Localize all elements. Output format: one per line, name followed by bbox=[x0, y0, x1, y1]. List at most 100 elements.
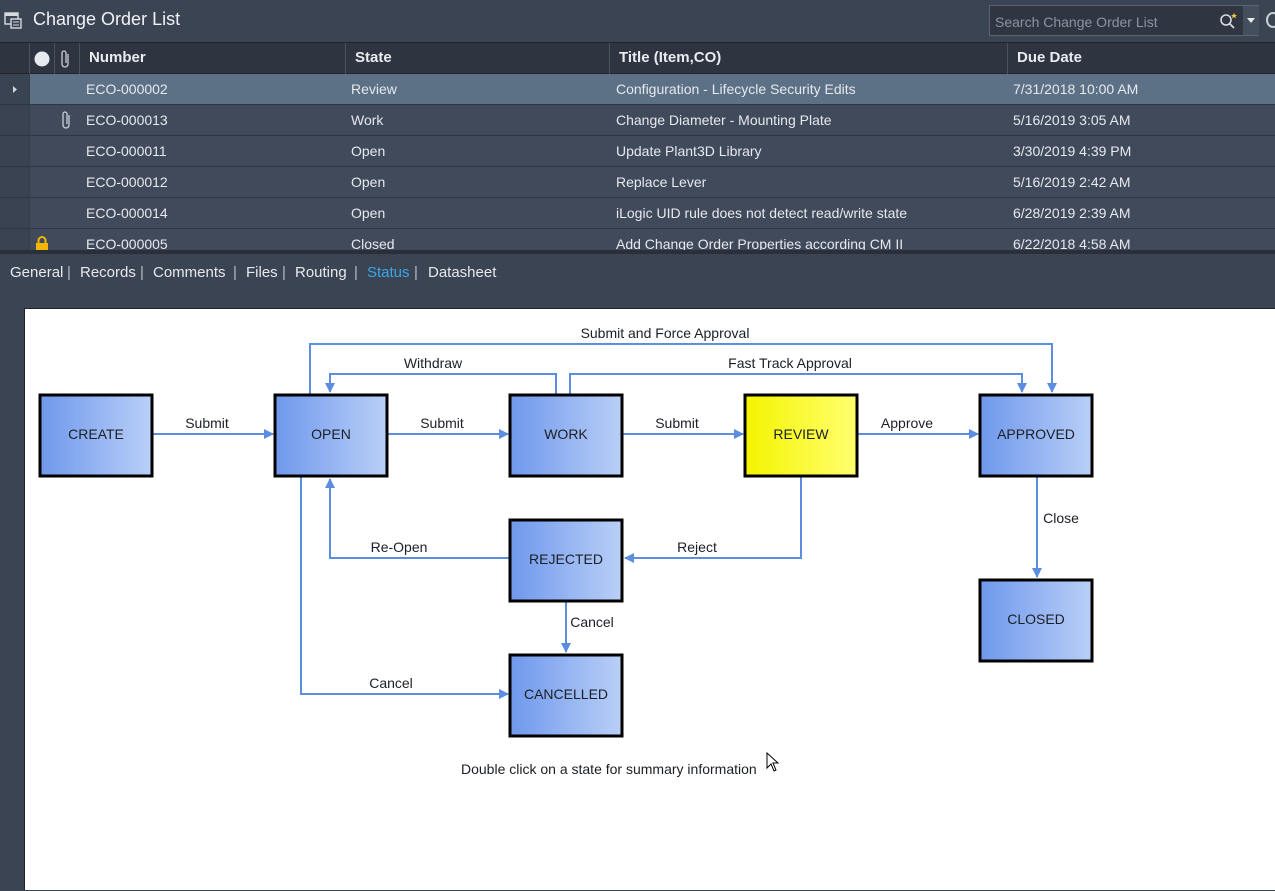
table-row[interactable]: ECO-000012 Open Replace Lever 5/16/2019 … bbox=[0, 167, 1275, 198]
cell-state: Work bbox=[351, 112, 384, 128]
grid-header: Number State Title (Item,CO) Due Date bbox=[0, 42, 1275, 74]
state-review[interactable] bbox=[743, 393, 859, 478]
lock-icon bbox=[36, 236, 48, 250]
state-label-work: WORK bbox=[544, 426, 588, 442]
state-work[interactable] bbox=[508, 393, 624, 478]
state-label-closed: CLOSED bbox=[1007, 611, 1065, 627]
arrow-open-approved bbox=[309, 343, 1057, 394]
window-title: Change Order List bbox=[33, 9, 181, 29]
search-options-dropdown[interactable] bbox=[1243, 6, 1259, 35]
status-column-icon[interactable] bbox=[33, 50, 51, 68]
mouse-cursor-icon bbox=[766, 752, 780, 772]
cell-number: ECO-000013 bbox=[86, 112, 168, 128]
cell-state: Review bbox=[351, 81, 397, 97]
arrow-work-open bbox=[325, 373, 557, 394]
cell-due-date: 3/30/2019 4:39 PM bbox=[1013, 143, 1132, 159]
transition-label-approve: Approve bbox=[881, 415, 933, 431]
column-divider bbox=[609, 43, 610, 74]
state-cancelled[interactable] bbox=[508, 653, 624, 738]
column-header-number[interactable]: Number bbox=[89, 49, 146, 66]
cell-number: ECO-000005 bbox=[86, 236, 168, 250]
tab-separator: | bbox=[67, 264, 71, 281]
tab-separator: | bbox=[354, 264, 358, 281]
column-header-due-date[interactable]: Due Date bbox=[1017, 49, 1083, 66]
attachment-column-icon[interactable] bbox=[59, 49, 73, 69]
arrow-rejected-open bbox=[325, 478, 510, 559]
transition-label-submit: Submit bbox=[185, 415, 229, 431]
table-row[interactable]: ECO-000005 Closed Add Change Order Prope… bbox=[0, 229, 1275, 250]
arrow-open-cancelled bbox=[300, 476, 509, 699]
search-icon[interactable] bbox=[1215, 6, 1241, 35]
cell-number: ECO-000002 bbox=[86, 81, 168, 97]
state-closed[interactable] bbox=[978, 578, 1094, 663]
transition-label-submit: Submit bbox=[655, 415, 699, 431]
transition-label-reject: Reject bbox=[677, 539, 717, 555]
cell-title: Change Diameter - Mounting Plate bbox=[616, 112, 832, 128]
transition-label-withdraw: Withdraw bbox=[404, 355, 463, 371]
state-label-open: OPEN bbox=[311, 426, 351, 442]
state-label-cancelled: CANCELLED bbox=[524, 686, 608, 702]
cell-title: Add Change Order Properties according CM… bbox=[616, 236, 904, 250]
cell-due-date: 6/28/2019 2:39 AM bbox=[1013, 205, 1131, 221]
state-open[interactable] bbox=[273, 393, 389, 478]
tab-separator: | bbox=[140, 264, 144, 281]
attachment-icon[interactable] bbox=[60, 110, 74, 130]
transition-label-close: Close bbox=[1043, 510, 1079, 526]
cell-number: ECO-000012 bbox=[86, 174, 168, 190]
state-approved[interactable] bbox=[978, 393, 1094, 478]
status-diagram-panel: CREATE OPEN WORK REVIEW APPROVED REJECTE… bbox=[24, 308, 1275, 890]
column-header-state[interactable]: State bbox=[355, 49, 392, 66]
cell-title: Configuration - Lifecycle Security Edits bbox=[616, 81, 856, 97]
tab-status[interactable]: Status bbox=[367, 264, 410, 281]
row-selector[interactable] bbox=[0, 136, 30, 166]
state-label-approved: APPROVED bbox=[997, 426, 1075, 442]
tab-files[interactable]: Files bbox=[246, 264, 278, 281]
column-divider bbox=[79, 43, 80, 74]
column-divider bbox=[29, 74, 30, 250]
cell-state: Closed bbox=[351, 236, 395, 250]
search-box[interactable] bbox=[989, 5, 1259, 36]
row-selector[interactable] bbox=[0, 74, 30, 104]
detail-tabs: General | Records | Comments | Files | R… bbox=[0, 254, 1275, 288]
cell-due-date: 7/31/2018 10:00 AM bbox=[1013, 81, 1139, 97]
cell-state: Open bbox=[351, 174, 386, 190]
tab-comments[interactable]: Comments bbox=[153, 264, 226, 281]
tab-routing[interactable]: Routing bbox=[295, 264, 347, 281]
panel-splitter[interactable] bbox=[0, 250, 1275, 254]
table-row[interactable]: ECO-000013 Work Change Diameter - Mounti… bbox=[0, 105, 1275, 136]
column-header-title[interactable]: Title (Item,CO) bbox=[619, 49, 722, 66]
row-selector[interactable] bbox=[0, 229, 30, 250]
change-order-list-icon bbox=[4, 12, 22, 29]
transition-label-cancel: Cancel bbox=[369, 675, 413, 691]
cell-state: Open bbox=[351, 205, 386, 221]
cell-title: Replace Lever bbox=[616, 174, 707, 190]
cell-title: iLogic UID rule does not detect read/wri… bbox=[616, 205, 908, 221]
tab-general[interactable]: General bbox=[10, 264, 64, 281]
transition-label-cancel: Cancel bbox=[570, 614, 614, 630]
transition-label-submit-and-force-approval: Submit and Force Approval bbox=[581, 325, 750, 341]
transition-label-fast-track-approval: Fast Track Approval bbox=[728, 355, 852, 371]
state-rejected[interactable] bbox=[508, 518, 624, 603]
state-create[interactable] bbox=[38, 393, 154, 478]
help-icon[interactable] bbox=[1266, 12, 1275, 28]
tab-records[interactable]: Records bbox=[80, 264, 136, 281]
table-row[interactable]: ECO-000011 Open Update Plant3D Library 3… bbox=[0, 136, 1275, 167]
transition-label-reopen: Re-Open bbox=[371, 539, 428, 555]
state-label-rejected: REJECTED bbox=[529, 551, 603, 567]
lifecycle-diagram: CREATE OPEN WORK REVIEW APPROVED REJECTE… bbox=[38, 325, 1094, 738]
column-divider bbox=[54, 43, 55, 74]
cell-number: ECO-000011 bbox=[86, 143, 167, 159]
row-selector[interactable] bbox=[0, 198, 30, 228]
table-row[interactable]: ECO-000002 Review Configuration - Lifecy… bbox=[0, 74, 1275, 105]
tab-separator: | bbox=[233, 264, 237, 281]
cell-due-date: 6/22/2018 4:58 AM bbox=[1013, 236, 1131, 250]
cell-number: ECO-000014 bbox=[86, 205, 168, 221]
tab-datasheet[interactable]: Datasheet bbox=[428, 264, 497, 281]
chevron-down-icon bbox=[1247, 18, 1255, 23]
table-row[interactable]: ECO-000014 Open iLogic UID rule does not… bbox=[0, 198, 1275, 229]
search-input[interactable] bbox=[993, 10, 1215, 33]
change-order-grid[interactable]: ECO-000002 Review Configuration - Lifecy… bbox=[0, 74, 1275, 250]
row-selector[interactable] bbox=[0, 105, 30, 135]
state-label-review: REVIEW bbox=[773, 426, 829, 442]
row-selector[interactable] bbox=[0, 167, 30, 197]
